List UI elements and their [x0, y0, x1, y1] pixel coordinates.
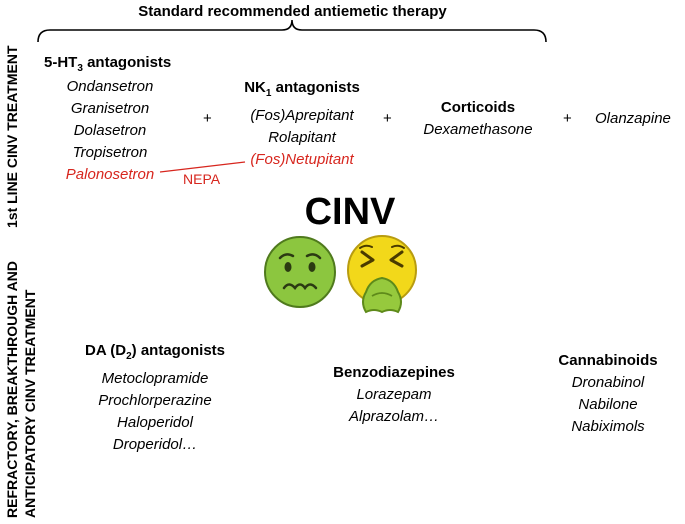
benzo-group: Benzodiazepines Lorazepam Alprazolam… — [314, 362, 474, 428]
curly-brace — [37, 19, 547, 43]
nepa-label: NEPA — [183, 171, 221, 187]
drug-alprazolam: Alprazolam… — [348, 408, 440, 425]
ht3-title: 5-HT3 antagonists — [44, 54, 172, 74]
drug-dolasetron: Dolasetron — [73, 122, 147, 139]
drug-dronabinol: Dronabinol — [571, 374, 645, 391]
drug-palonosetron: Palonosetron — [65, 166, 155, 183]
cannabinoids-group: Cannabinoids Dronabinol Nabilone Nabixim… — [533, 350, 683, 438]
drug-nabiximols: Nabiximols — [571, 418, 645, 435]
side-label-refractory-1: REFRACTORY, BREAKTHROUGH AND — [4, 261, 20, 518]
drug-tropisetron: Tropisetron — [72, 144, 148, 161]
cinv-label: CINV — [304, 191, 396, 233]
drug-prochlorperazine: Prochlorperazine — [98, 392, 212, 409]
ht3-drug-list: Ondansetron Granisetron Dolasetron Tropi… — [30, 76, 190, 186]
drug-olanzapine: Olanzapine — [595, 110, 671, 127]
drug-ondansetron: Ondansetron — [66, 78, 154, 95]
drug-fosaprepitant: (Fos)Aprepitant — [250, 107, 354, 124]
nk1-group: NK1 antagonists (Fos)Aprepitant Rolapita… — [222, 77, 382, 171]
plus-sign-2: + — [383, 110, 392, 127]
corticoids-title: Corticoids — [440, 99, 516, 116]
cannabinoids-title: Cannabinoids — [558, 352, 658, 369]
vomiting-face-icon — [347, 235, 417, 314]
plus-sign-1: + — [203, 110, 212, 127]
drug-granisetron: Granisetron — [70, 100, 150, 117]
drug-rolapitant: Rolapitant — [268, 129, 336, 146]
corticoids-group: Corticoids Dexamethasone — [398, 97, 558, 141]
nk1-title: NK1 antagonists — [244, 79, 360, 99]
drug-dexamethasone: Dexamethasone — [423, 121, 533, 138]
drug-droperidol: Droperidol… — [112, 436, 198, 453]
da-group: DA (D2) antagonists Metoclopramide Proch… — [70, 340, 240, 456]
nauseated-face-icon — [264, 236, 336, 308]
side-label-refractory-2: ANTICIPATORY CINV TREATMENT — [22, 289, 38, 518]
drug-lorazepam: Lorazepam — [356, 386, 432, 403]
benzo-title: Benzodiazepines — [333, 364, 455, 381]
drug-haloperidol: Haloperidol — [117, 414, 193, 431]
drug-metoclopramide: Metoclopramide — [101, 370, 209, 387]
da-title: DA (D2) antagonists — [84, 342, 225, 362]
drug-nabilone: Nabilone — [578, 396, 638, 413]
drug-fosnetupitant: (Fos)Netupitant — [250, 151, 354, 168]
diagram-title: Standard recommended antiemetic therapy — [138, 3, 447, 20]
nepa-connector — [159, 161, 246, 173]
plus-sign-3: + — [563, 110, 572, 127]
ht3-group: 5-HT3 antagonists — [44, 52, 184, 80]
